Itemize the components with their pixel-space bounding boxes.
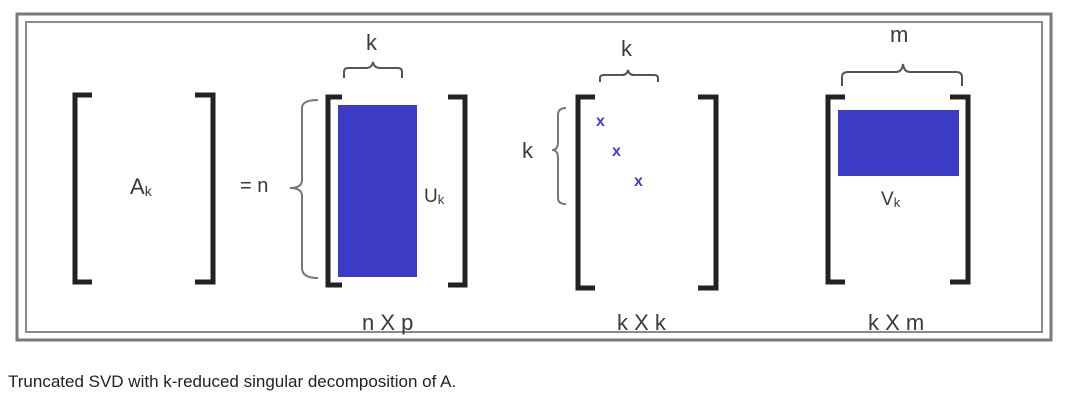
s-top-brace-label: k — [621, 36, 633, 61]
matrix-u-subscript: k — [438, 192, 445, 207]
left-bracket — [72, 92, 92, 285]
u-fill-block — [338, 105, 417, 277]
s-left-bracket — [575, 94, 595, 291]
s-left-brace — [551, 107, 567, 205]
matrix-v-label: V — [881, 189, 894, 210]
s-entry-3: x — [634, 173, 643, 190]
s-right-bracket — [698, 94, 719, 291]
s-entry-1: x — [596, 113, 605, 130]
svg-text:Ak: Ak — [130, 174, 153, 199]
matrix-a-subscript: k — [145, 183, 153, 199]
matrix-v: m Vk k X m — [825, 22, 971, 335]
s-top-brace — [599, 69, 659, 82]
matrix-a: Ak — [72, 92, 216, 285]
matrix-a-label: A — [130, 174, 145, 199]
matrix-u: k Uk n X p — [289, 30, 468, 335]
figure-caption: Truncated SVD with k-reduced singular de… — [8, 372, 457, 391]
outer-frame — [15, 12, 1053, 342]
svg-text:Vk: Vk — [881, 189, 901, 210]
inner-frame — [25, 21, 1043, 333]
s-left-brace-label: k — [522, 138, 534, 163]
matrix-v-subscript: k — [894, 195, 901, 210]
matrix-u-dims: n X p — [362, 310, 413, 335]
v-left-bracket — [825, 94, 845, 285]
u-top-brace-label: k — [366, 30, 378, 55]
matrix-v-dims: k X m — [868, 310, 924, 335]
u-left-brace — [289, 99, 319, 279]
svd-diagram: Ak = n k Uk n X p k k x x x k X k — [15, 12, 1053, 342]
svg-text:Uk: Uk — [424, 186, 445, 207]
matrix-u-label: U — [424, 186, 438, 207]
s-entry-2: x — [612, 143, 621, 160]
v-fill-block — [838, 110, 959, 176]
u-left-bracket — [325, 94, 342, 288]
v-top-brace — [841, 63, 963, 86]
v-top-brace-label: m — [890, 22, 908, 47]
matrix-s-dims: k X k — [617, 310, 667, 335]
u-top-brace — [343, 61, 403, 78]
v-right-bracket — [950, 94, 971, 285]
matrix-s: k k x x x k X k — [522, 36, 719, 335]
u-right-bracket — [448, 94, 468, 288]
right-bracket — [195, 92, 216, 285]
equals-n-label: = n — [240, 175, 268, 197]
